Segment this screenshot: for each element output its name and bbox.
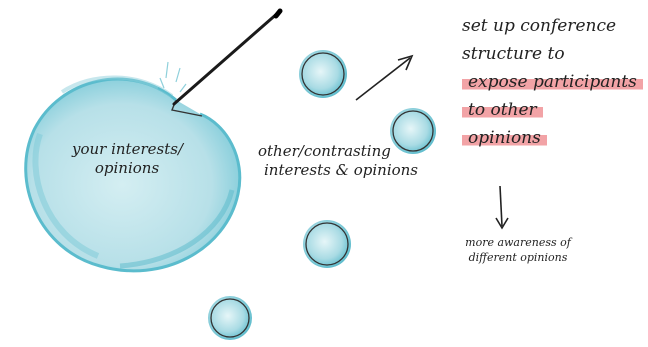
structure-line3-highlight: expose participants bbox=[462, 72, 643, 92]
needle-icon bbox=[172, 8, 283, 106]
structure-line4-highlight: to other bbox=[462, 100, 543, 120]
structure-line2: structure to bbox=[462, 44, 565, 64]
contrasting-label-line1: other/contrasting bbox=[258, 142, 391, 160]
contrasting-label-line2: interests & opinions bbox=[264, 160, 418, 179]
small-bubble-2 bbox=[390, 108, 436, 154]
big-bubble bbox=[24, 61, 242, 273]
outcome-line1: more awareness of bbox=[465, 236, 571, 249]
big-bubble-label-line2: opinions bbox=[94, 158, 160, 177]
arrow-up-right-icon bbox=[355, 54, 414, 101]
big-bubble-label-line1: your interests/ bbox=[72, 140, 183, 158]
arrow-down-icon bbox=[495, 185, 509, 230]
small-bubble-3 bbox=[303, 220, 351, 268]
structure-line1: set up conference bbox=[462, 16, 617, 36]
structure-text: set up conference structure to expose pa… bbox=[462, 12, 643, 152]
outcome-text: more awareness of different opinions bbox=[438, 236, 598, 266]
outcome-line2: different opinions bbox=[468, 250, 568, 264]
structure-line5-highlight: opinions bbox=[462, 128, 547, 148]
big-bubble-label: your interests/ opinions bbox=[72, 140, 183, 178]
small-bubble-4 bbox=[208, 296, 252, 340]
small-bubble-1 bbox=[299, 50, 347, 98]
contrasting-label: other/contrasting interests & opinions bbox=[258, 142, 418, 180]
